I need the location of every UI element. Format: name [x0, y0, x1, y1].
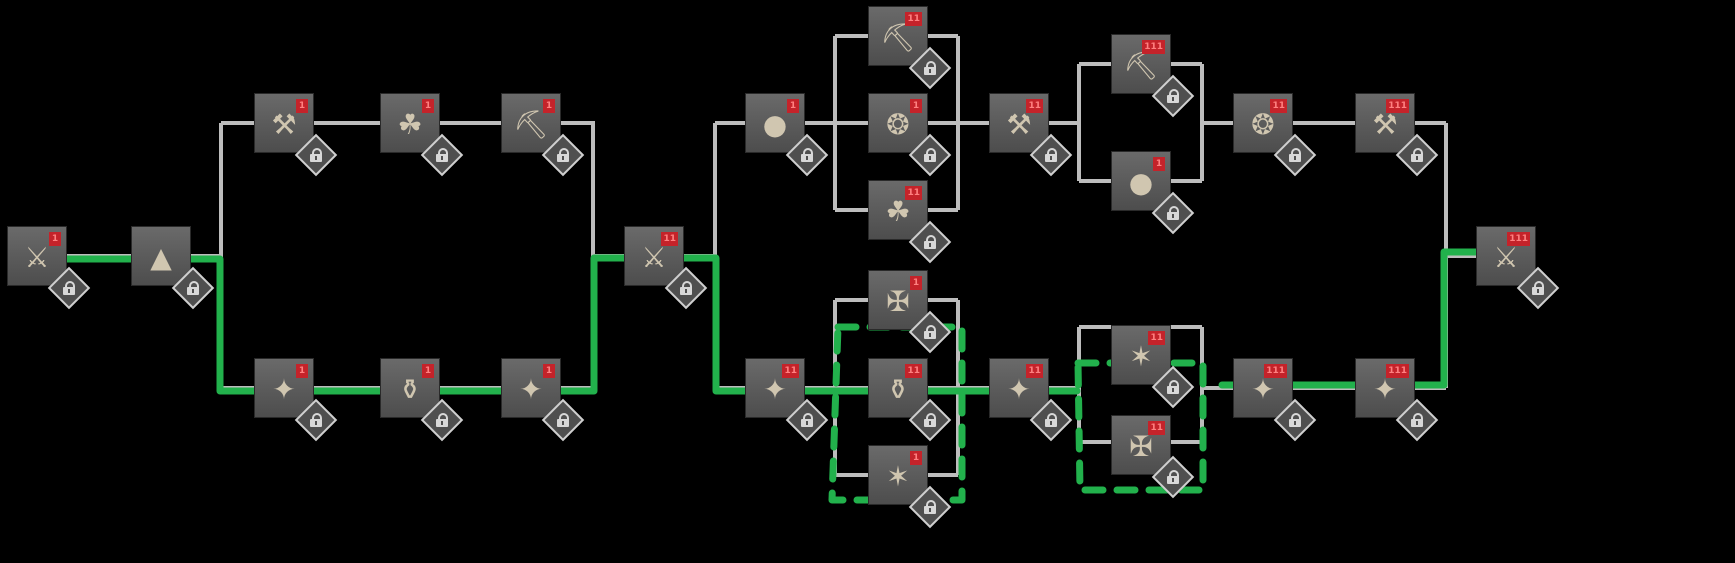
skill-node-shotgun[interactable]: ⚔11 — [625, 227, 708, 310]
highlight-main-path — [16, 254, 1081, 395]
boots-icon: ❂ — [886, 108, 910, 141]
skill-node-bomb-pouch[interactable]: ●1 — [1112, 152, 1195, 235]
level-badge: 1 — [422, 99, 434, 113]
jar-icon: ⚱ — [886, 373, 910, 406]
level-badge: 11 — [1026, 99, 1043, 113]
skill-node-wheelbarrow[interactable]: ⚒111 — [1356, 94, 1439, 177]
ammo-pouch-icon: ✦ — [272, 373, 296, 406]
shotgun-icon: ⚔ — [24, 241, 50, 274]
ammo-pouch-icon: ✦ — [1251, 373, 1275, 406]
level-badge: 1 — [543, 99, 555, 113]
skill-node-gun-ammo[interactable]: ✠11 — [1112, 416, 1195, 499]
level-badge: 1 — [910, 99, 922, 113]
dynamite-icon: ✶ — [886, 460, 910, 493]
level-badge: 11 — [905, 12, 922, 26]
level-badge: 1 — [543, 364, 555, 378]
gun-ammo-icon: ✠ — [1129, 430, 1153, 463]
skill-node-ammo-pouch[interactable]: ✦1 — [502, 359, 585, 442]
level-badge: 1 — [787, 99, 799, 113]
shotgun-icon: ⚔ — [641, 241, 667, 274]
level-badge: 11 — [661, 232, 678, 246]
level-badge: 1 — [1153, 157, 1165, 171]
gun-ammo-icon: ✠ — [886, 285, 910, 318]
skill-node-backpack[interactable]: ☘11 — [869, 181, 952, 264]
wheelbarrow-icon: ⚒ — [1006, 108, 1032, 141]
ammo-pouch-icon: ✦ — [1007, 373, 1031, 406]
skill-node-boots[interactable]: ❂1 — [869, 94, 952, 177]
ore-pickaxe-icon: ⛏ — [1123, 49, 1159, 82]
skill-node-jar[interactable]: ⚱11 — [869, 359, 952, 442]
ammo-pouch-icon: ✦ — [519, 373, 543, 406]
skill-node-wheelbarrow[interactable]: ⚒11 — [990, 94, 1073, 177]
skill-node-jar[interactable]: ⚱1 — [381, 359, 464, 442]
hat-icon: ▲ — [150, 241, 172, 274]
level-badge: 11 — [905, 364, 922, 378]
skill-node-backpack[interactable]: ☘1 — [381, 94, 464, 177]
level-badge: 1 — [49, 232, 61, 246]
skill-node-ammo-pouch[interactable]: ✦1 — [255, 359, 338, 442]
backpack-icon: ☘ — [885, 195, 911, 228]
skill-node-dynamite[interactable]: ✶1 — [869, 446, 952, 529]
skill-node-bomb-pouch[interactable]: ●1 — [746, 94, 829, 177]
skill-node-ore-pickaxe[interactable]: ⛏111 — [1112, 35, 1195, 118]
level-badge: 11 — [1270, 99, 1287, 113]
wheelbarrow-icon: ⚒ — [271, 108, 297, 141]
highlight-end-path — [1218, 248, 1509, 389]
level-badge: 1 — [296, 99, 308, 113]
jar-icon: ⚱ — [398, 373, 422, 406]
skill-node-shotgun[interactable]: ⚔1 — [8, 227, 91, 310]
level-badge: 111 — [1142, 40, 1165, 54]
level-badge: 11 — [1026, 364, 1043, 378]
boots-icon: ❂ — [1251, 108, 1275, 141]
level-badge: 111 — [1386, 99, 1409, 113]
dynamite-icon: ✶ — [1129, 340, 1153, 373]
skill-node-hat[interactable]: ▲ — [132, 227, 215, 310]
level-badge: 1 — [422, 364, 434, 378]
level-badge: 1 — [910, 276, 922, 290]
skill-node-ore-pickaxe[interactable]: ⛏11 — [869, 7, 952, 90]
backpack-icon: ☘ — [397, 108, 423, 141]
bomb-pouch-icon: ● — [762, 108, 788, 141]
ore-pickaxe-icon: ⛏ — [880, 21, 916, 54]
skill-node-ammo-pouch[interactable]: ✦111 — [1234, 359, 1317, 442]
shotgun-icon: ⚔ — [1493, 241, 1519, 274]
skill-node-boots[interactable]: ❂11 — [1234, 94, 1317, 177]
ore-pickaxe-icon: ⛏ — [513, 108, 549, 141]
level-badge: 1 — [910, 451, 922, 465]
level-badge: 11 — [1148, 331, 1165, 345]
level-badge: 11 — [782, 364, 799, 378]
skill-node-ammo-pouch[interactable]: ✦111 — [1356, 359, 1439, 442]
skill-node-ammo-pouch[interactable]: ✦11 — [990, 359, 1073, 442]
level-badge: 111 — [1386, 364, 1409, 378]
skill-node-ore-pickaxe[interactable]: ⛏1 — [502, 94, 585, 177]
ammo-pouch-icon: ✦ — [763, 373, 787, 406]
skill-node-wheelbarrow[interactable]: ⚒1 — [255, 94, 338, 177]
skill-node-dynamite[interactable]: ✶11 — [1112, 326, 1195, 409]
skill-node-shotgun[interactable]: ⚔111 — [1477, 227, 1560, 310]
level-badge: 11 — [1148, 421, 1165, 435]
ammo-pouch-icon: ✦ — [1373, 373, 1397, 406]
wheelbarrow-icon: ⚒ — [1372, 108, 1398, 141]
level-badge: 111 — [1507, 232, 1530, 246]
bomb-pouch-icon: ● — [1128, 166, 1154, 199]
skill-node-gun-ammo[interactable]: ✠1 — [869, 271, 952, 354]
level-badge: 111 — [1264, 364, 1287, 378]
skill-node-ammo-pouch[interactable]: ✦11 — [746, 359, 829, 442]
level-badge: 11 — [905, 186, 922, 200]
level-badge: 1 — [296, 364, 308, 378]
